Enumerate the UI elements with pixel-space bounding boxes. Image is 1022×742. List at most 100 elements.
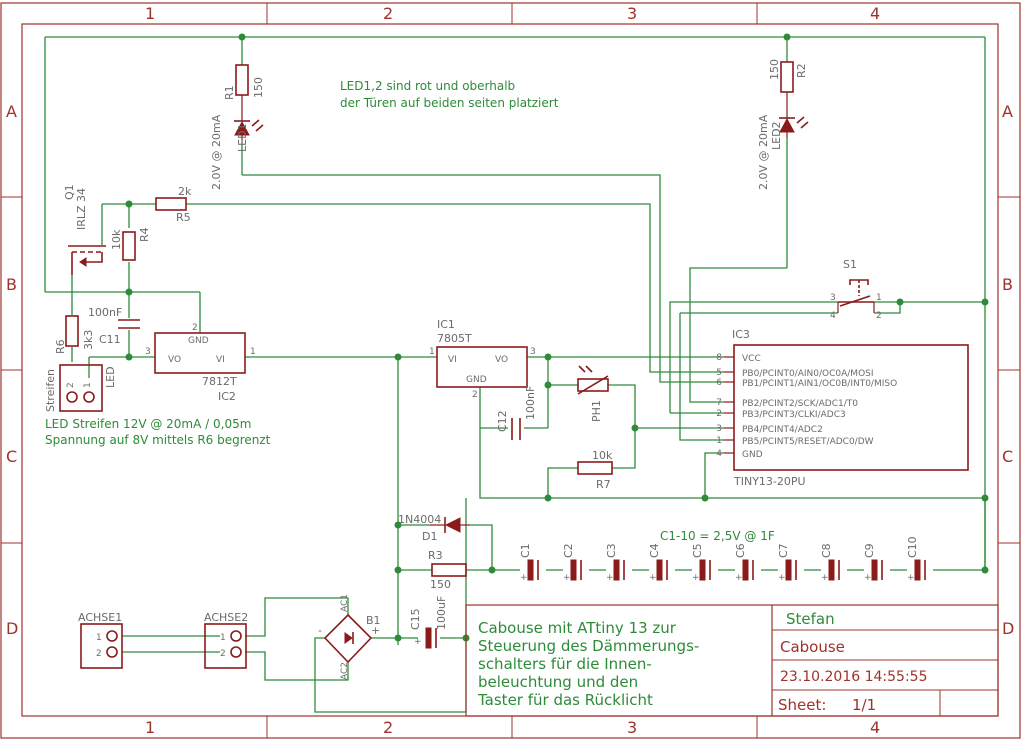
- regulator-ic1[interactable]: VI VO GND 1 3 2 IC1 7805T: [429, 318, 536, 400]
- ic1-value: 7805T: [437, 332, 472, 345]
- svg-text:GND: GND: [466, 375, 487, 385]
- zone-col-3-top: 3: [627, 4, 637, 23]
- svg-text:+: +: [520, 573, 528, 583]
- zone-row-c-right: C: [1002, 447, 1013, 466]
- ph1-name: PH1: [590, 400, 603, 422]
- desc-line-3: schalters für die Innen-: [478, 655, 652, 673]
- connector-achse1[interactable]: 1 2 ACHSE1: [78, 611, 123, 669]
- cap-name: C1: [519, 543, 532, 558]
- achse1-name: ACHSE1: [78, 611, 122, 624]
- svg-text:+: +: [606, 573, 614, 583]
- capacitor-c15[interactable]: + C15 100uF: [409, 596, 448, 649]
- svg-text:1: 1: [429, 347, 435, 357]
- r4-name: R4: [138, 227, 151, 242]
- resistor-r5[interactable]: 2k R5: [155, 185, 192, 224]
- svg-text:+: +: [864, 573, 872, 583]
- zone-row-d-left: D: [6, 619, 18, 638]
- ic3-pin-label: PB4/PCINT4/ADC2: [742, 425, 823, 435]
- d1-name: D1: [422, 530, 437, 543]
- s1-name: S1: [843, 258, 857, 271]
- capacitor-c3[interactable]: +C3: [605, 543, 632, 583]
- resistor-r1[interactable]: R1 150: [223, 64, 265, 110]
- capacitor-c4[interactable]: +C4: [648, 543, 675, 583]
- ic3-value: TINY13-20PU: [733, 475, 806, 488]
- mosfet-q1[interactable]: Q1 IRLZ 34: [63, 184, 106, 275]
- ic3-pin-label: PB3/PCINT3/CLKI/ADC3: [742, 410, 846, 420]
- photoresistor-ph1[interactable]: PH1: [577, 365, 609, 422]
- zone-col-2-bottom: 2: [383, 718, 393, 737]
- capacitor-c1[interactable]: + C1: [519, 543, 546, 583]
- capacitor-c12[interactable]: C12 100nF: [496, 386, 537, 440]
- zone-col-4-bottom: 4: [870, 718, 880, 737]
- connector-streifen[interactable]: 2 1 Streifen LED: [44, 364, 117, 412]
- resistor-r4[interactable]: 10k R4: [110, 227, 151, 261]
- r3-value: 150: [430, 578, 451, 591]
- svg-text:3: 3: [145, 347, 151, 357]
- ic3-pin-label: GND: [742, 450, 763, 460]
- svg-text:+: +: [563, 573, 571, 583]
- svg-text:4: 4: [830, 311, 836, 321]
- cap-name: C4: [648, 543, 661, 558]
- svg-text:1: 1: [83, 382, 93, 388]
- svg-text:1: 1: [96, 633, 102, 643]
- ic3-name: IC3: [732, 328, 750, 341]
- bridge-rectifier-b1[interactable]: AC1 AC2 - + B1: [318, 594, 381, 680]
- zone-row-c-left: C: [6, 447, 17, 466]
- svg-text:+: +: [778, 573, 786, 583]
- svg-text:2: 2: [66, 382, 76, 388]
- zone-row-b-right: B: [1002, 275, 1013, 294]
- r1-value: 150: [252, 77, 265, 98]
- capacitor-c8[interactable]: +C8: [820, 543, 847, 583]
- capacitor-c2[interactable]: +C2: [562, 543, 589, 583]
- ic3-pin-label: PB1/PCINT1/AIN1/OC0B/INT0/MISO: [742, 379, 897, 389]
- capacitor-c5[interactable]: +C5: [691, 543, 718, 583]
- capacitor-c10[interactable]: +C10: [906, 536, 933, 583]
- ic3-pin-number: 8: [716, 353, 722, 363]
- svg-text:2: 2: [472, 390, 478, 400]
- svg-text:+: +: [821, 573, 829, 583]
- r7-value: 10k: [592, 449, 613, 462]
- q1-name: Q1: [63, 184, 76, 200]
- r1-name: R1: [223, 85, 236, 100]
- svg-text:2: 2: [876, 311, 882, 321]
- ic3-pin-number: 1: [716, 436, 722, 446]
- desc-line-5: Taster für das Rücklicht: [477, 691, 653, 709]
- resistor-r2[interactable]: R2 150: [768, 59, 808, 107]
- wires: [44, 36, 986, 713]
- switch-s1[interactable]: S1 1 2 3 4: [830, 258, 882, 321]
- ic3-pin-number: 4: [716, 449, 722, 459]
- led1[interactable]: LED1 2.0V @ 20mA: [210, 110, 264, 190]
- capacitor-c11[interactable]: 100nF C11: [88, 306, 140, 346]
- led2[interactable]: LED2 2.0V @ 20mA: [757, 107, 809, 190]
- ic3-pin-label: VCC: [742, 354, 761, 364]
- led-note-line-2: der Türen auf beiden seiten platziert: [340, 96, 559, 110]
- svg-text:+: +: [371, 624, 380, 637]
- connector-achse2[interactable]: 1 2 ACHSE2: [204, 611, 248, 669]
- svg-text:VI: VI: [448, 355, 457, 365]
- capacitor-c9[interactable]: +C9: [863, 543, 890, 583]
- c15-value: 100uF: [435, 596, 448, 630]
- zone-col-4-top: 4: [870, 4, 880, 23]
- resistor-r6[interactable]: R6 3k3: [54, 315, 95, 354]
- r5-name: R5: [176, 211, 191, 224]
- d1-value: 1N4004: [398, 513, 441, 526]
- capacitor-c6[interactable]: +C6: [734, 543, 761, 583]
- resistor-r3[interactable]: R3 150: [428, 549, 467, 591]
- cap-name: C7: [777, 543, 790, 558]
- svg-text:1: 1: [876, 293, 882, 303]
- svg-text:2: 2: [220, 649, 226, 659]
- capacitor-c7[interactable]: + C7: [777, 543, 804, 583]
- diode-d1[interactable]: 1N4004 D1: [398, 513, 470, 543]
- zone-row-d-right: D: [1002, 619, 1014, 638]
- svg-text:+: +: [692, 573, 700, 583]
- c15-name: C15: [409, 608, 422, 630]
- resistor-r7[interactable]: 10k R7: [577, 449, 613, 491]
- date: 23.10.2016 14:55:55: [780, 669, 928, 685]
- ic3-pin-label: PB5/PCINT5/RESET/ADC0/DW: [742, 437, 874, 447]
- regulator-ic2[interactable]: GND VO VI 2 3 1 7812T IC2: [145, 323, 256, 403]
